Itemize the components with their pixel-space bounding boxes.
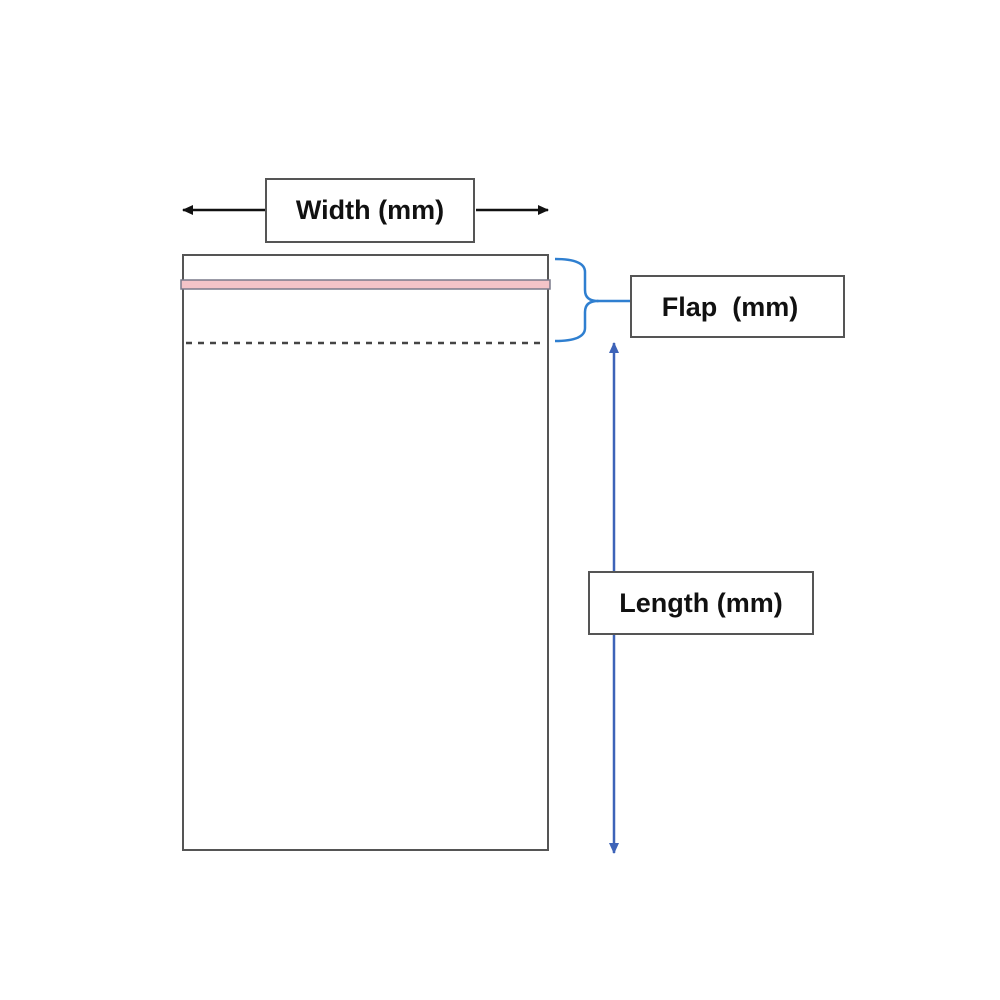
flap-label-text: Flap (mm) bbox=[662, 292, 799, 322]
flap-brace bbox=[554, 257, 600, 343]
width-label: Width (mm) bbox=[265, 178, 475, 243]
length-label-box bbox=[588, 571, 814, 635]
flap-label: Flap (mm) bbox=[630, 275, 845, 338]
seal-strip bbox=[180, 279, 551, 290]
length-label: Length (mm) bbox=[588, 571, 814, 635]
width-label-box bbox=[265, 178, 475, 243]
bag bbox=[180, 254, 551, 851]
flap-bracket bbox=[554, 257, 631, 343]
flap-label-box bbox=[630, 275, 845, 338]
bag-outline bbox=[182, 254, 549, 851]
width-label-text: Width (mm) bbox=[296, 195, 444, 225]
length-label-text: Length (mm) bbox=[619, 588, 782, 618]
